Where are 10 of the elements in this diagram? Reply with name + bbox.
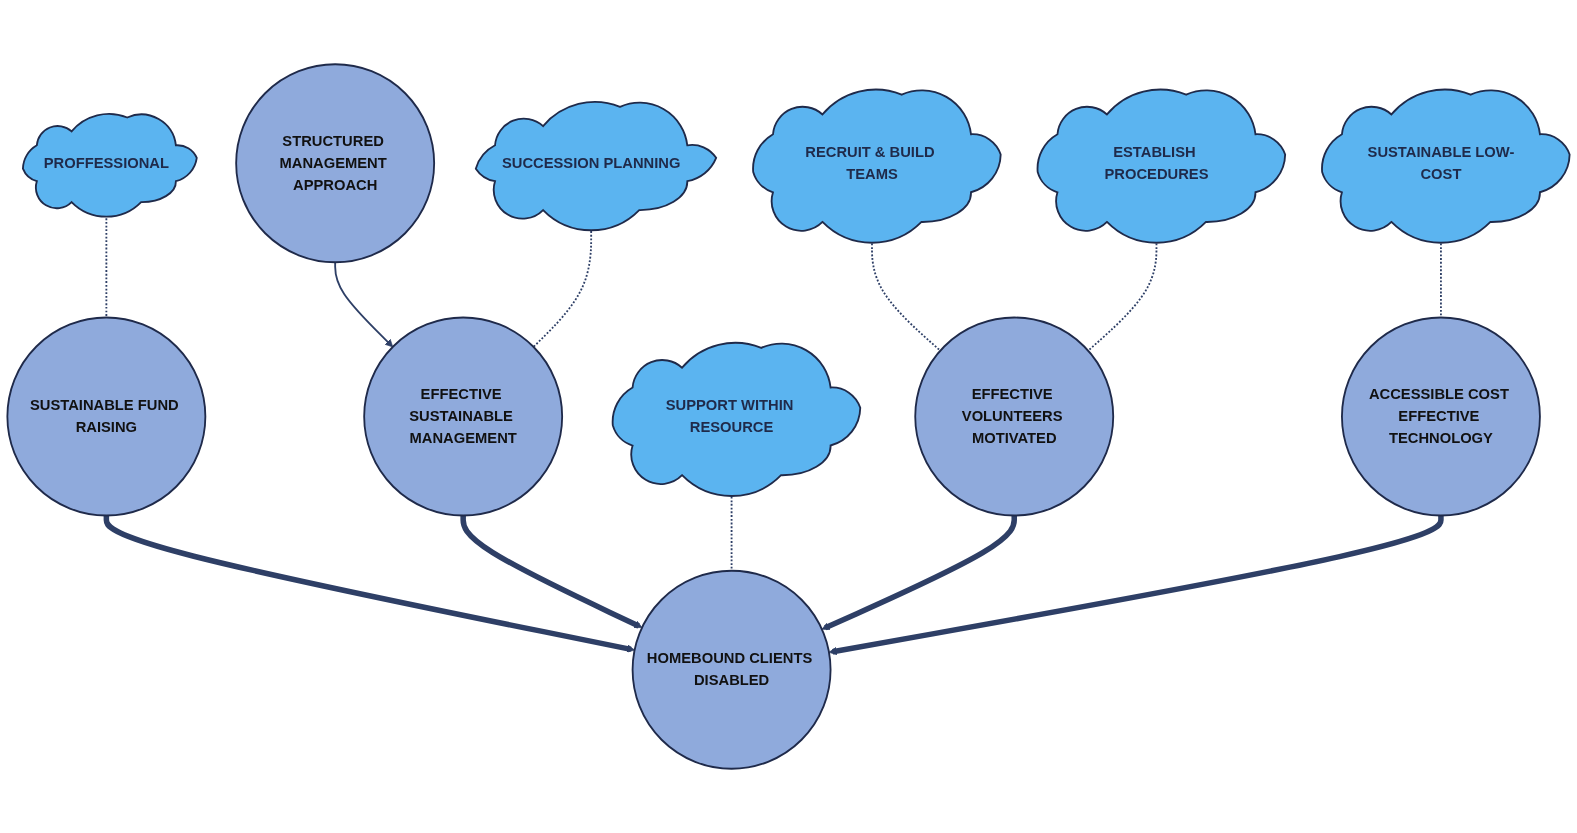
node-circle: EFFECTIVE SUSTAINABLE MANAGEMENT: [363, 316, 564, 517]
node-circle: STRUCTURED MANAGEMENT APPROACH: [235, 63, 436, 264]
arrow: [460, 515, 643, 629]
arrow: [821, 515, 1017, 631]
arrow: [828, 515, 1444, 656]
node-circle: HOMEBOUND CLIENTS DISABLED: [631, 569, 832, 770]
node-circle: EFFECTIVE VOLUNTEERS MOTIVATED: [914, 316, 1115, 517]
node-circle: SUSTAINABLE FUND RAISING: [6, 316, 207, 517]
node-circle: ACCESSIBLE COST EFFECTIVE TECHNOLOGY: [1341, 316, 1541, 517]
arrow: [334, 261, 394, 348]
